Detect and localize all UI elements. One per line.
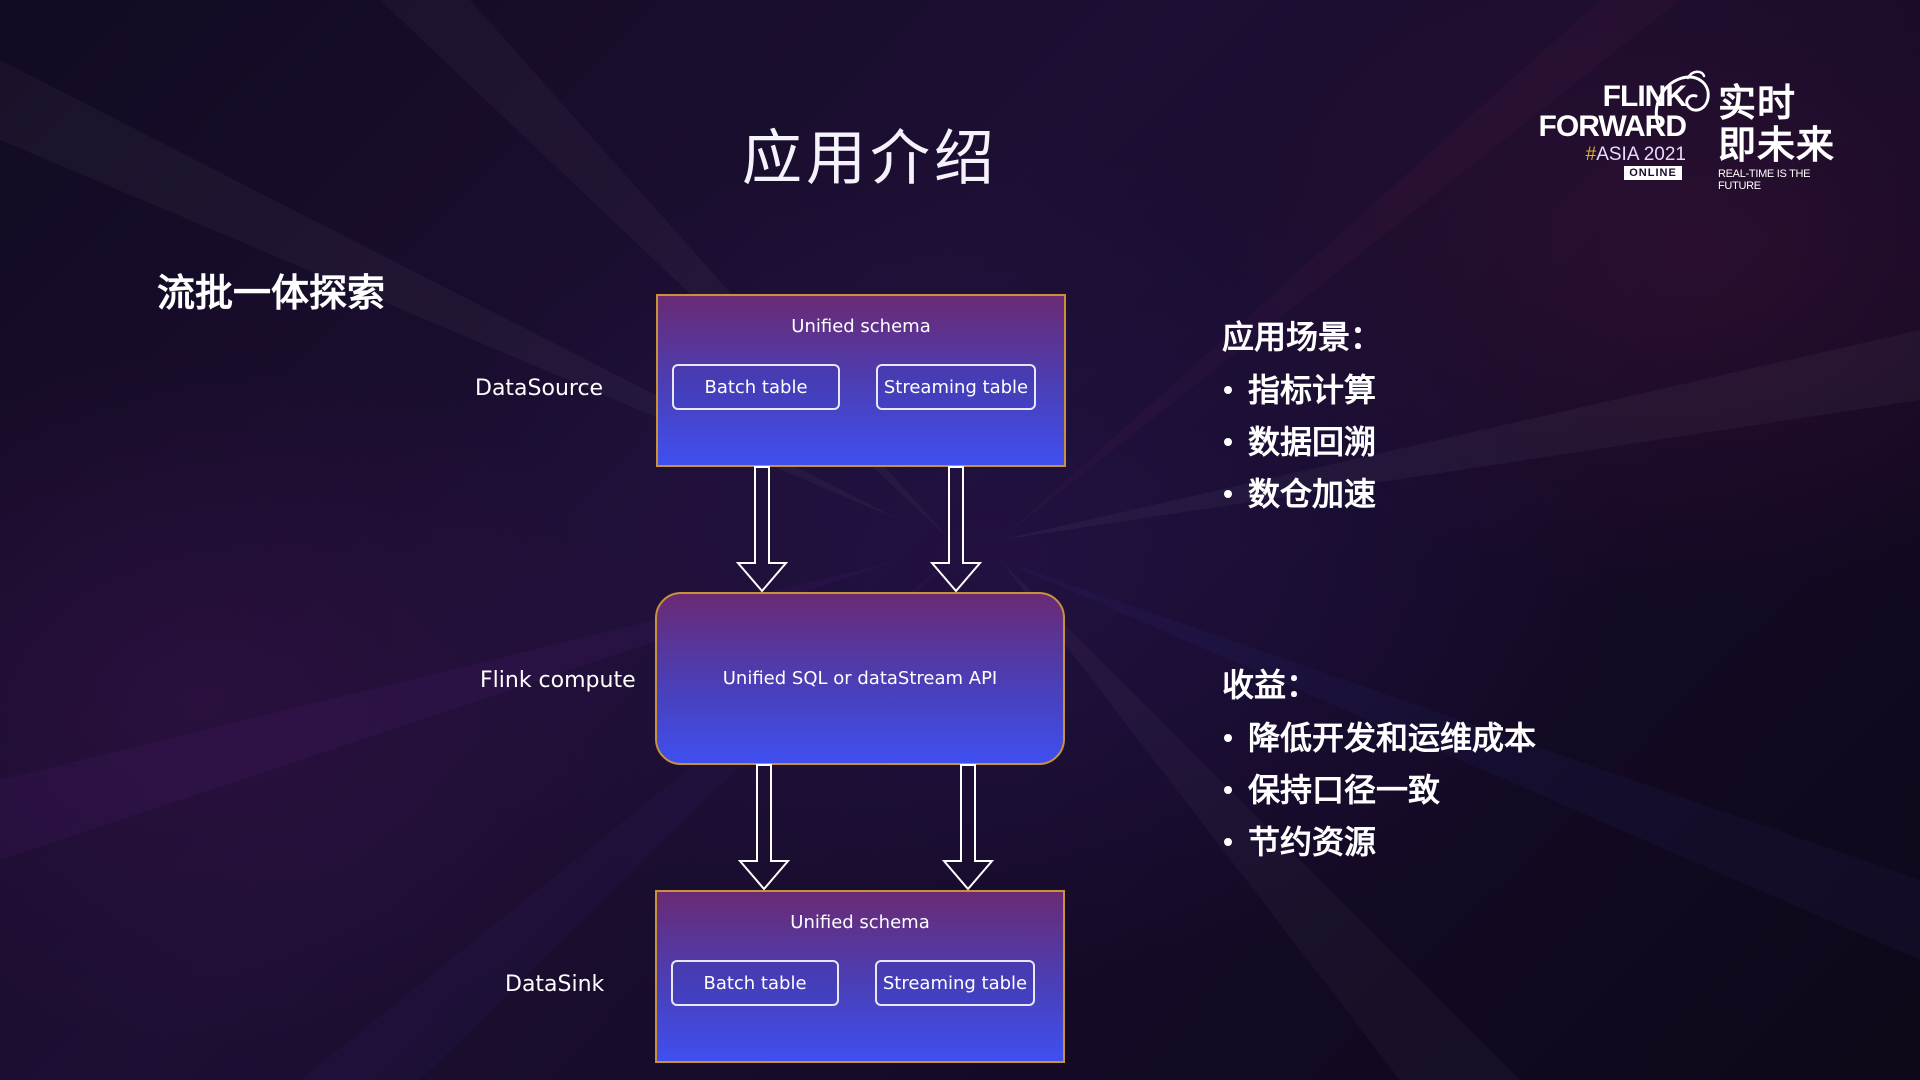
scenarios-heading: 应用场景：	[1222, 318, 1383, 356]
label-datasink: DataSink	[505, 972, 605, 997]
benefits-list: 降低开发和运维成本 保持口径一致 节约资源	[1222, 712, 1536, 868]
arrow-streaming-to-compute	[929, 466, 983, 593]
datasource-batch-table: Batch table	[672, 364, 840, 410]
datasink-schema-title: Unified schema	[790, 912, 930, 933]
flink-compute-box: Unified SQL or dataStream API	[655, 592, 1065, 765]
logo-tagline: REAL-TIME IS THE FUTURE	[1718, 168, 1811, 192]
list-item: 节约资源	[1222, 816, 1536, 868]
squirrel-swirl-icon	[1654, 70, 1710, 126]
list-item: 指标计算	[1222, 364, 1376, 416]
logo-online-badge: ONLINE	[1624, 166, 1682, 180]
arrow-compute-to-streaming-sink	[941, 764, 995, 891]
datasource-box: Unified schema Batch table Streaming tab…	[656, 294, 1066, 467]
datasource-streaming-table: Streaming table	[876, 364, 1036, 410]
label-datasource: DataSource	[475, 376, 604, 401]
bullet-dot-icon	[1224, 386, 1232, 394]
logo-cn-line2: 即未来	[1718, 123, 1836, 167]
datasink-box: Unified schema Batch table Streaming tab…	[655, 890, 1065, 1063]
list-item: 数据回溯	[1222, 416, 1376, 468]
list-item: 数仓加速	[1222, 468, 1376, 520]
benefit-text: 节约资源	[1248, 823, 1377, 861]
bullet-dot-icon	[1224, 490, 1232, 498]
logo-cn-line1: 实时	[1718, 81, 1797, 125]
arrow-batch-to-compute	[735, 466, 789, 593]
datasink-batch-table: Batch table	[671, 960, 839, 1006]
scenarios-list: 指标计算 数据回溯 数仓加速	[1222, 364, 1376, 520]
bullet-dot-icon	[1224, 838, 1232, 846]
bullet-dot-icon	[1224, 438, 1232, 446]
bullet-dot-icon	[1224, 734, 1232, 742]
flink-forward-logo: FLINK FORWARD #ASIA 2021 ONLINE 实时 即未来 R…	[1518, 66, 1838, 192]
logo-line-flink: FLINK	[1602, 80, 1687, 113]
scenario-text: 数据回溯	[1248, 423, 1377, 461]
logo-wordmark: FLINK FORWARD	[1518, 80, 1687, 143]
slide-title: 应用介绍	[742, 124, 998, 194]
bullet-dot-icon	[1224, 786, 1232, 794]
scenario-text: 数仓加速	[1248, 475, 1377, 513]
logo-asia: #ASIA 2021	[1518, 144, 1686, 166]
logo-asia-hash: #	[1585, 144, 1597, 165]
datasink-streaming-table: Streaming table	[875, 960, 1035, 1006]
label-flink-compute: Flink compute	[480, 668, 636, 693]
benefits-heading: 收益：	[1222, 666, 1319, 704]
arrow-compute-to-batch-sink	[737, 764, 791, 891]
list-item: 保持口径一致	[1222, 764, 1536, 816]
benefit-text: 保持口径一致	[1248, 771, 1441, 809]
logo-chinese-slogan: 实时 即未来	[1718, 82, 1848, 166]
section-subtitle: 流批一体探索	[157, 271, 386, 315]
benefit-text: 降低开发和运维成本	[1248, 719, 1537, 757]
scenario-text: 指标计算	[1248, 371, 1377, 409]
logo-asia-text: ASIA 2021	[1596, 144, 1686, 165]
datasource-schema-title: Unified schema	[791, 316, 931, 337]
compute-api-text: Unified SQL or dataStream API	[722, 668, 998, 689]
list-item: 降低开发和运维成本	[1222, 712, 1536, 764]
logo-line-forward: FORWARD	[1538, 110, 1687, 143]
